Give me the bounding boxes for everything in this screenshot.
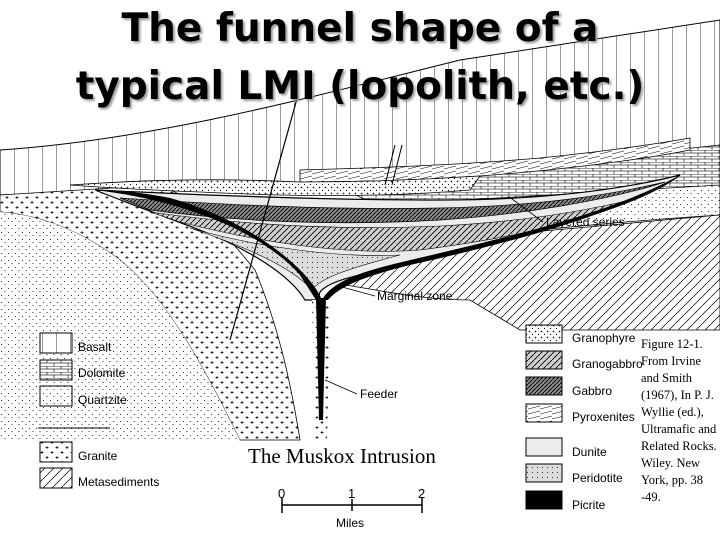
legend-pyroxenites-label: Pyroxenites xyxy=(572,410,635,424)
legend-swatch-picrite xyxy=(525,490,563,510)
legend-swatch-quartzite xyxy=(39,385,73,407)
dike-line-1 xyxy=(384,144,396,186)
scale-unit-label: Miles xyxy=(336,516,365,530)
feeder-leader xyxy=(324,379,358,395)
legend-swatch-gabbro xyxy=(525,376,563,396)
legend-swatch-granite xyxy=(39,441,73,463)
legend-granogabbro-label: Granogabbro xyxy=(572,357,643,371)
legend-dunite-label: Dunite xyxy=(572,445,607,459)
layered-series-peridotite xyxy=(189,227,401,291)
title-line-1: The funnel shape of a xyxy=(121,6,599,51)
scale-tick-1: 1 xyxy=(348,486,356,501)
legend-swatch-granophyre xyxy=(525,324,563,344)
dike-line-2 xyxy=(391,144,403,186)
legend-swatch-granogabbro xyxy=(525,350,563,370)
fault-line xyxy=(229,94,299,341)
legend-swatch-basalt xyxy=(39,332,73,354)
figure-citation: Figure 12-1. From Irvine and Smith (1967… xyxy=(641,337,717,504)
legend-peridotite-label: Peridotite xyxy=(572,471,623,485)
slide-title: The funnel shape of a typical LMI (lopol… xyxy=(0,0,720,116)
legend-dolomite-label: Dolomite xyxy=(78,366,126,380)
feeder-dike xyxy=(316,298,326,420)
legend-right-swatches xyxy=(525,324,563,510)
title-line-2: typical LMI (lopolith, etc.) xyxy=(75,64,645,109)
legend-metasediments-label: Metasediments xyxy=(78,475,160,489)
quartzite-basement xyxy=(0,212,240,440)
legend-swatch-dolomite xyxy=(39,359,73,381)
granophyre-cap xyxy=(69,175,481,196)
legend-picrite-label: Picrite xyxy=(572,498,606,512)
legend-left-swatches xyxy=(39,332,73,489)
legend-swatch-metasediments xyxy=(39,467,73,489)
marginal-zone-left xyxy=(95,190,322,300)
legend-granite-label: Granite xyxy=(78,449,118,463)
layered-series-label: Layered series xyxy=(546,215,625,229)
legend-swatch-peridotite xyxy=(525,463,563,483)
layered-series-gabbro xyxy=(119,181,666,224)
legend-basalt-label: Basalt xyxy=(78,340,112,354)
scale-tick-0: 0 xyxy=(278,486,286,501)
scale-bar xyxy=(281,497,423,513)
legend-swatch-pyroxenites xyxy=(525,403,563,423)
legend-swatch-dunite xyxy=(525,437,563,457)
legend-gabbro-label: Gabbro xyxy=(572,384,613,398)
scale-tick-2: 2 xyxy=(418,486,426,501)
feeder-label: Feeder xyxy=(360,387,399,401)
legend-granophyre-label: Granophyre xyxy=(572,331,636,345)
diagram-caption: The Muskox Intrusion xyxy=(248,444,436,468)
marginal-zone-leader xyxy=(341,286,376,297)
marginal-zone-label: Marginal zone xyxy=(377,289,453,303)
layered-series-leader xyxy=(507,195,544,223)
legend-quartzite-label: Quartzite xyxy=(78,393,127,407)
